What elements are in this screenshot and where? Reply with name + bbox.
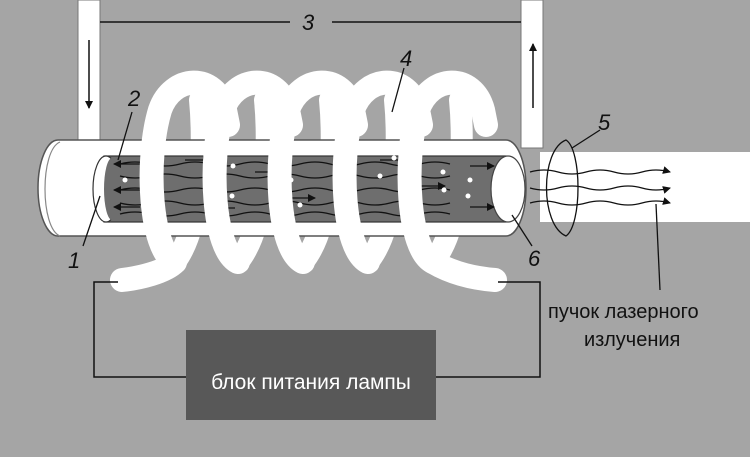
flash-lamp-coil-front	[110, 70, 507, 292]
beam-waves	[529, 166, 671, 206]
leader-6	[511, 214, 533, 247]
wire-right	[436, 281, 541, 378]
label-4: 4	[400, 46, 412, 71]
label-1: 1	[68, 248, 80, 273]
leader-2	[117, 111, 133, 161]
coolant-outlet-pipe	[520, 0, 544, 149]
beam-caption-line2: излучения	[584, 329, 680, 351]
output-lens	[545, 139, 579, 237]
power-unit-label: блок питания лампы	[211, 371, 411, 394]
leader-5	[571, 129, 601, 149]
laser-beam	[540, 152, 750, 222]
leader-4	[391, 67, 405, 113]
power-unit-box	[186, 330, 436, 420]
leader-1	[82, 195, 101, 247]
partial-mirror	[490, 155, 526, 223]
label-3: 3	[302, 10, 315, 35]
beam-caption-line1: пучок лазерного	[548, 301, 699, 323]
label-5: 5	[598, 110, 611, 135]
wire-left	[93, 281, 186, 378]
label-2: 2	[127, 86, 140, 111]
leader-beam	[655, 203, 661, 291]
label-6: 6	[528, 246, 541, 271]
